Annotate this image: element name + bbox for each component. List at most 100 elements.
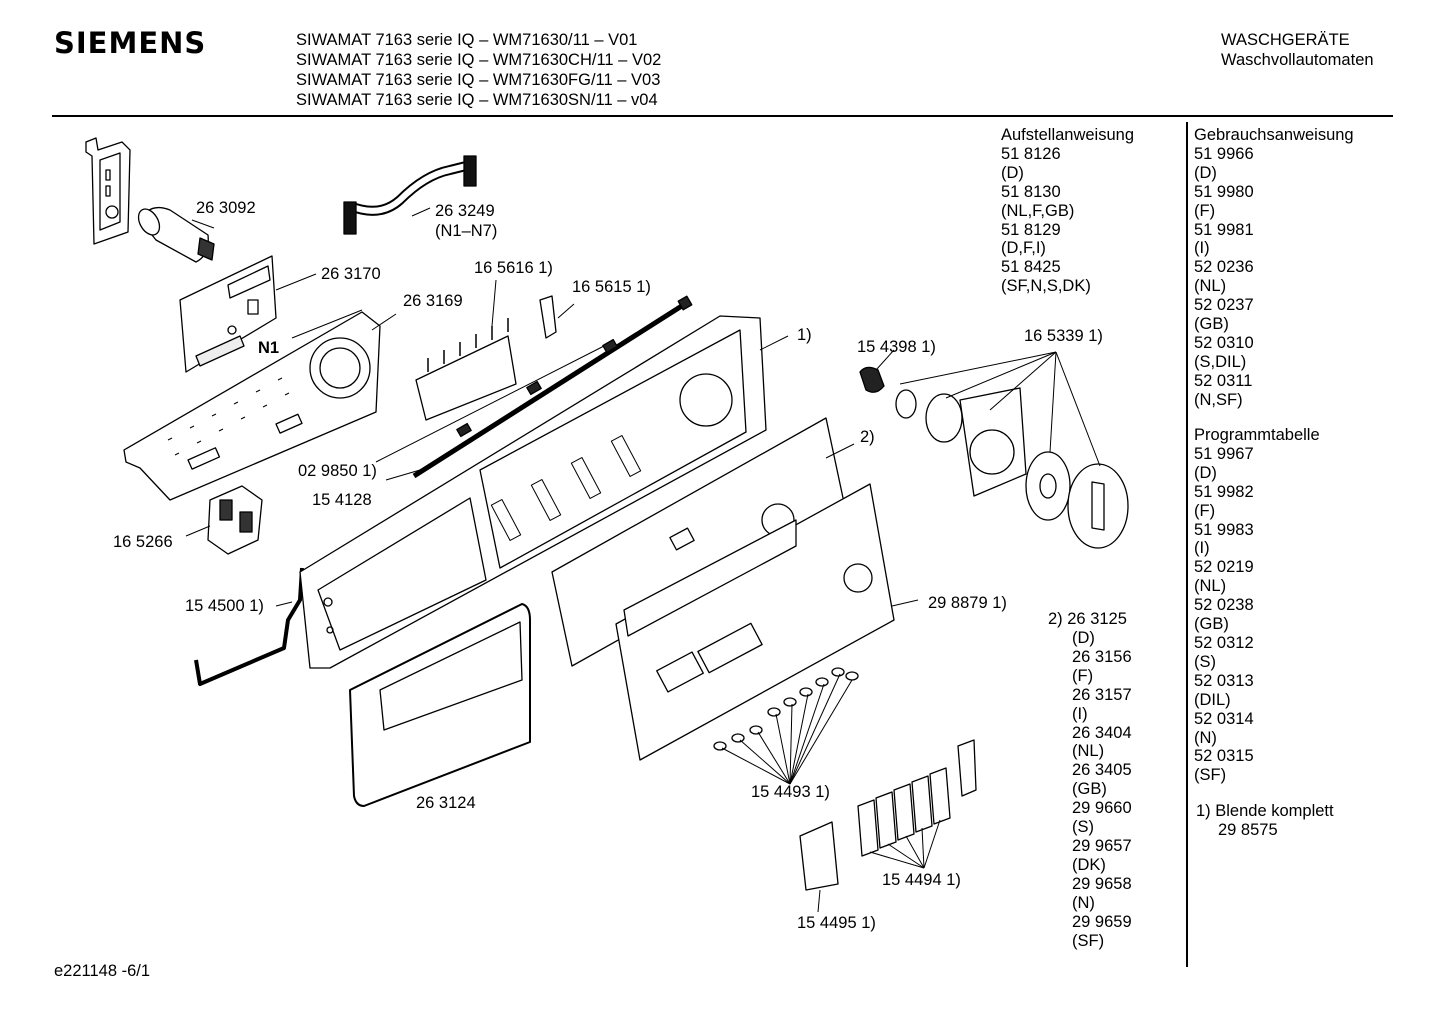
gebrauchsanweisung-list: Gebrauchsanweisung 51 9966 (D) 51 9980 (… <box>1194 126 1354 410</box>
doc-number: 51 8130 <box>1001 182 1061 201</box>
doc-language: (D) <box>1194 163 1217 182</box>
doc-number: 52 0312 <box>1194 633 1254 652</box>
doc-heading: Gebrauchsanweisung <box>1194 126 1354 144</box>
variant-heading: 2) 26 3125 <box>1048 610 1127 628</box>
doc-language: (NL) <box>1194 577 1227 596</box>
doc-number: 52 0311 <box>1194 371 1253 390</box>
part-label: 15 4128 <box>312 491 372 509</box>
doc-number: 51 9967 <box>1194 444 1254 463</box>
doc-language: (DIL) <box>1194 690 1231 709</box>
model-line: SIWAMAT 7163 serie IQ – WM71630SN/11 – v… <box>296 91 658 109</box>
doc-language: (D) <box>1194 463 1217 482</box>
part-label: 16 5266 <box>113 533 173 551</box>
variant-number: 26 3404 <box>1072 723 1132 742</box>
variant-number: 29 9659 <box>1072 912 1132 931</box>
part-label: 26 3092 <box>196 199 256 217</box>
category-subtitle: Waschvollautomaten <box>1221 51 1374 69</box>
doc-number: 51 9982 <box>1194 482 1254 501</box>
variant-language: (GB) <box>1072 780 1107 799</box>
doc-number: 51 8129 <box>1001 220 1061 239</box>
doc-number: 51 9980 <box>1194 182 1254 201</box>
module-n1-label: N1 <box>258 339 280 357</box>
doc-language: (I) <box>1194 539 1210 558</box>
brand-logo: SIEMENS <box>54 26 207 60</box>
variant-number: 29 9657 <box>1072 836 1132 855</box>
part-label: 15 4500 1) <box>185 597 264 615</box>
part-label: 15 4495 1) <box>797 914 876 932</box>
front-facia-panel <box>616 484 894 760</box>
model-line: SIWAMAT 7163 serie IQ – WM71630CH/11 – V… <box>296 51 662 69</box>
detergent-drawer-cover <box>350 604 530 806</box>
variant-number: 29 9660 <box>1072 799 1132 818</box>
part-label: 29 8879 1) <box>928 594 1007 612</box>
program-knob-assembly <box>860 367 1128 548</box>
variant-number: 26 3157 <box>1072 685 1132 704</box>
variant-number: 29 9658 <box>1072 874 1132 893</box>
doc-number: 52 0219 <box>1194 558 1254 577</box>
programmtabelle-list: Programmtabelle 51 9967 (D) 51 9982 (F) … <box>1194 426 1320 785</box>
drawing-reference: e221148 -6/1 <box>54 962 151 980</box>
part-label: 2) <box>860 428 875 446</box>
doc-number: 51 9981 <box>1194 220 1254 239</box>
connecting-rod <box>196 568 302 684</box>
model-line: SIWAMAT 7163 serie IQ – WM71630/11 – V01 <box>296 31 638 49</box>
control-panel-frame <box>300 316 766 668</box>
doc-language: (N) <box>1194 728 1217 747</box>
footnote-number: 29 8575 <box>1218 820 1278 839</box>
doc-number: 51 9966 <box>1194 144 1254 163</box>
doc-number: 52 0314 <box>1194 709 1254 728</box>
part-label-sub: (N1–N7) <box>435 222 498 240</box>
spring-set <box>714 668 858 750</box>
ribbon-cable <box>344 156 476 234</box>
variant-number: 26 3156 <box>1072 647 1132 666</box>
model-line: SIWAMAT 7163 serie IQ – WM71630FG/11 – V… <box>296 71 661 89</box>
doc-number: 52 0238 <box>1194 596 1254 615</box>
part-label: 26 3249 <box>435 202 495 220</box>
capacitor <box>134 205 214 262</box>
doc-number: 51 8425 <box>1001 258 1061 277</box>
part-label: 15 4493 1) <box>751 783 830 801</box>
doc-language: (SF,N,S,DK) <box>1001 277 1091 296</box>
single-button <box>800 822 838 890</box>
doc-number: 52 0315 <box>1194 747 1254 766</box>
doc-heading: Programmtabelle <box>1194 426 1320 444</box>
part-label: 15 4494 1) <box>882 871 961 889</box>
part-label: 26 3169 <box>403 292 463 310</box>
clip-part <box>540 296 556 338</box>
doc-language: (NL,F,GB) <box>1001 201 1075 220</box>
column-divider <box>1186 122 1188 967</box>
doc-number: 52 0236 <box>1194 258 1254 277</box>
variant-number: 26 3405 <box>1072 761 1132 780</box>
doc-language: (F) <box>1194 201 1216 220</box>
doc-language: (S) <box>1194 652 1216 671</box>
part-label: 26 3124 <box>416 794 476 812</box>
footnote-text: 1) Blende komplett <box>1196 802 1334 820</box>
part-label: 16 5616 1) <box>474 259 553 277</box>
doc-language: (NL) <box>1194 277 1227 296</box>
doc-language: (F) <box>1194 501 1216 520</box>
category-block: WASCHGERÄTE Waschvollautomaten <box>1221 30 1374 70</box>
part-label: 02 9850 1) <box>298 462 377 480</box>
doc-language: (GB) <box>1194 615 1229 634</box>
control-module-board <box>180 256 276 372</box>
variant-list: (D) 26 3156 (F) 26 3157 (I) 26 3404 (NL)… <box>1072 629 1132 950</box>
aufstellanweisung-list: Aufstellanweisung 51 8126 (D) 51 8130 (N… <box>1001 126 1134 296</box>
doc-number: 52 0310 <box>1194 333 1254 352</box>
push-button-set <box>858 740 976 856</box>
main-circuit-board <box>124 312 380 500</box>
switch-component <box>208 486 262 554</box>
variant-language: (D) <box>1072 629 1095 647</box>
doc-language: (I) <box>1194 239 1210 258</box>
variant-language: (I) <box>1072 704 1088 723</box>
doc-language: (GB) <box>1194 315 1229 334</box>
doc-language: (D) <box>1001 163 1024 182</box>
footnote-block: 1) Blende komplett 29 8575 <box>1196 802 1334 840</box>
variant-language: (DK) <box>1072 855 1106 874</box>
part-label: 26 3170 <box>321 265 381 283</box>
model-list: SIWAMAT 7163 serie IQ – WM71630/11 – V01… <box>296 30 661 110</box>
variant-language: (N) <box>1072 893 1095 912</box>
variant-language: (F) <box>1072 666 1094 685</box>
header-divider <box>52 115 1393 117</box>
part-label: 15 4398 1) <box>857 338 936 356</box>
mounting-bracket <box>86 138 130 244</box>
